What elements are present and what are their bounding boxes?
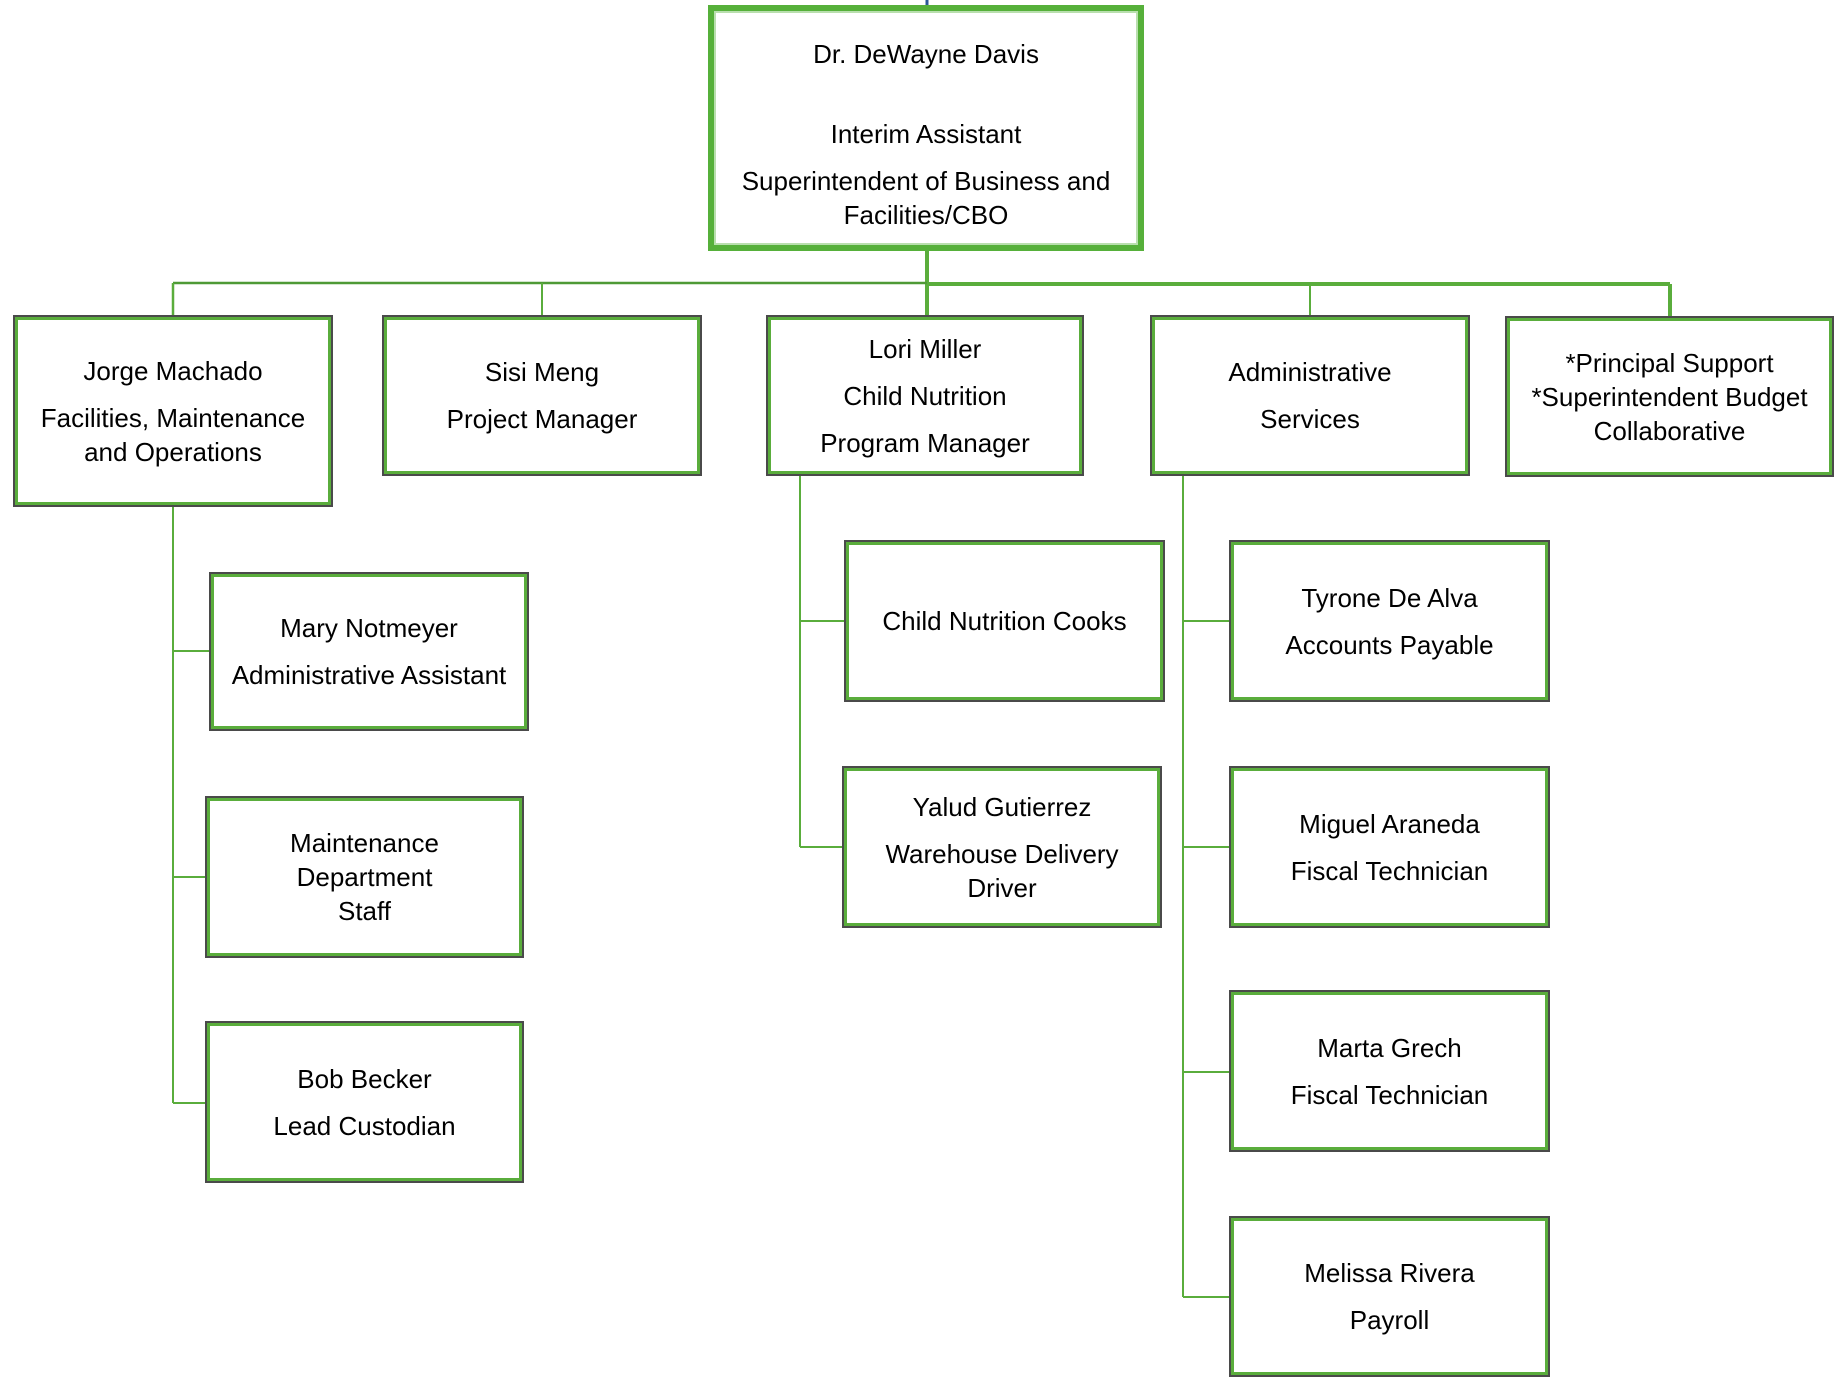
- node-title: Program Manager: [820, 427, 1030, 458]
- node-name: Jorge Machado: [83, 355, 263, 386]
- node-title-line: Facilities/CBO: [843, 200, 1009, 230]
- node-tyrone-de-alva: Tyrone De Alva Accounts Payable: [1229, 540, 1550, 702]
- node-title-line: Driver: [967, 872, 1037, 903]
- node-title: Staff: [337, 896, 391, 926]
- node-name: Mary Notmeyer: [280, 613, 458, 643]
- node-name: Dr. DeWayne Davis: [813, 39, 1039, 69]
- node-title: Warehouse Delivery Driver: [885, 837, 1118, 905]
- node-title: Child Nutrition: [843, 380, 1007, 411]
- node-bob-becker: Bob Becker Lead Custodian: [205, 1021, 524, 1183]
- node-name: Miguel Araneda: [1299, 808, 1480, 839]
- node-name: Marta Grech: [1317, 1032, 1462, 1063]
- node-yalud-gutierrez: Yalud Gutierrez Warehouse Delivery Drive…: [842, 766, 1162, 928]
- node-dewayne-davis: Dr. DeWayne Davis Interim Assistant Supe…: [708, 5, 1144, 251]
- node-melissa-rivera: Melissa Rivera Payroll: [1229, 1216, 1550, 1377]
- node-title: Project Manager: [446, 404, 638, 434]
- node-name: Lori Miller: [868, 333, 982, 364]
- node-title: Department: [296, 862, 433, 892]
- node-title: Payroll: [1349, 1305, 1430, 1335]
- node-name: Tyrone De Alva: [1301, 582, 1478, 613]
- node-child-nutrition-cooks: Child Nutrition Cooks: [844, 540, 1165, 702]
- node-title: Superintendent of Business and Facilitie…: [742, 164, 1111, 232]
- node-title: *Principal Support: [1565, 347, 1774, 378]
- node-title: Facilities, Maintenance and Operations: [41, 401, 305, 469]
- node-administrative-services: Administrative Services: [1150, 315, 1470, 476]
- node-title: *Superintendent Budget: [1531, 381, 1808, 412]
- node-name: Bob Becker: [297, 1063, 432, 1094]
- node-title: Fiscal Technician: [1290, 855, 1489, 886]
- node-principal-support: *Principal Support *Superintendent Budge…: [1505, 316, 1834, 477]
- node-title-line: Superintendent of Business and: [741, 166, 1111, 196]
- node-marta-grech: Marta Grech Fiscal Technician: [1229, 990, 1550, 1152]
- node-maintenance-staff: Maintenance Department Staff: [205, 796, 524, 958]
- node-lori-miller: Lori Miller Child Nutrition Program Mana…: [766, 315, 1084, 476]
- node-title: Administrative: [1228, 357, 1392, 387]
- node-mary-notmeyer: Mary Notmeyer Administrative Assistant: [209, 572, 529, 731]
- node-miguel-araneda: Miguel Araneda Fiscal Technician: [1229, 766, 1550, 928]
- node-title-line: and Operations: [84, 436, 262, 467]
- node-title: Services: [1260, 404, 1360, 434]
- node-name: Yalud Gutierrez: [912, 791, 1092, 822]
- node-title-line: Warehouse Delivery: [885, 838, 1119, 869]
- node-title: Collaborative: [1593, 415, 1746, 446]
- node-title: Maintenance: [290, 828, 439, 858]
- node-title-line: Facilities, Maintenance: [40, 402, 306, 433]
- node-title: Fiscal Technician: [1290, 1079, 1489, 1110]
- node-title: Administrative Assistant: [231, 660, 507, 690]
- node-title: Interim Assistant: [830, 119, 1022, 149]
- node-title: Lead Custodian: [273, 1110, 456, 1141]
- node-jorge-machado: Jorge Machado Facilities, Maintenance an…: [13, 315, 333, 507]
- node-title: Accounts Payable: [1285, 629, 1494, 660]
- node-title: Child Nutrition Cooks: [882, 606, 1127, 636]
- node-name: Melissa Rivera: [1304, 1258, 1475, 1288]
- node-name: Sisi Meng: [484, 357, 600, 387]
- node-sisi-meng: Sisi Meng Project Manager: [382, 315, 702, 476]
